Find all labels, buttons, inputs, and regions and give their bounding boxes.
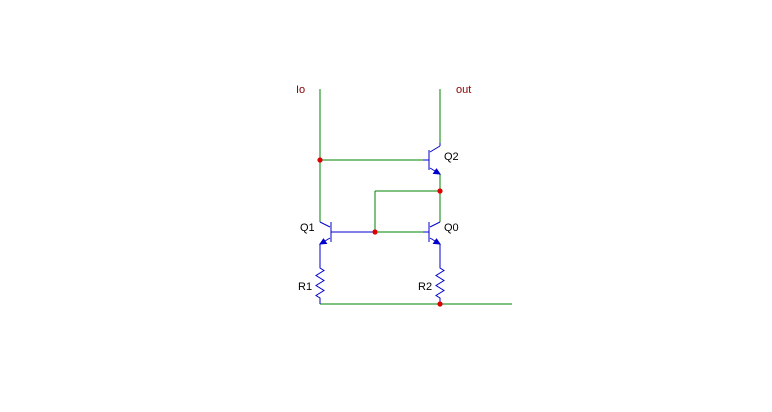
label-q1: Q1 — [300, 222, 315, 234]
junction-node — [437, 188, 443, 194]
junction-node — [317, 157, 323, 163]
junction-nodes — [317, 157, 443, 307]
junction-node — [437, 301, 443, 307]
label-q0: Q0 — [444, 222, 459, 234]
net-label-out: out — [456, 84, 471, 96]
resistor-r1 — [315, 266, 325, 304]
wires — [319, 89, 512, 305]
transistor-q2 — [423, 143, 442, 175]
transistor-q1 — [318, 221, 375, 266]
resistor-r2 — [435, 266, 445, 302]
net-label-io: Io — [296, 84, 305, 96]
transistor-q0 — [423, 221, 442, 266]
label-r2: R2 — [418, 281, 432, 293]
label-r1: R1 — [298, 281, 312, 293]
junction-node — [372, 229, 378, 235]
label-q2: Q2 — [444, 151, 459, 163]
